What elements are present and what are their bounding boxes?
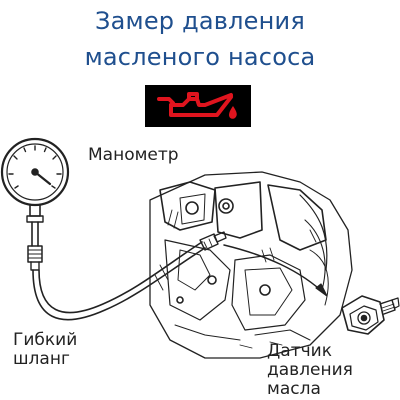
- pressure-gauge: [0, 137, 70, 271]
- page-title-line-2: масленого насоса: [84, 43, 316, 71]
- sensor-location-arrow: [223, 244, 328, 297]
- gauge-label: Манометр: [88, 145, 179, 165]
- engine-block: [149, 171, 353, 359]
- hose-label-line-1: Гибкий: [13, 330, 78, 350]
- oil-warning-badge: [145, 85, 251, 127]
- sensor-label: Датчик давления масла: [267, 342, 353, 399]
- oil-can-icon: [157, 92, 237, 119]
- sensor-label-line-3: масла: [267, 379, 321, 399]
- flexible-hose: [32, 231, 227, 321]
- page-title-line-1: Замер давления: [95, 7, 305, 35]
- sensor-label-line-2: давления: [267, 360, 353, 380]
- sensor-label-line-1: Датчик: [267, 341, 332, 361]
- hose-label: Гибкий шланг: [13, 331, 77, 369]
- hose-label-line-2: шланг: [13, 349, 70, 369]
- oil-pressure-sensor: [341, 295, 400, 335]
- oil-pressure-diagram: [0, 137, 400, 359]
